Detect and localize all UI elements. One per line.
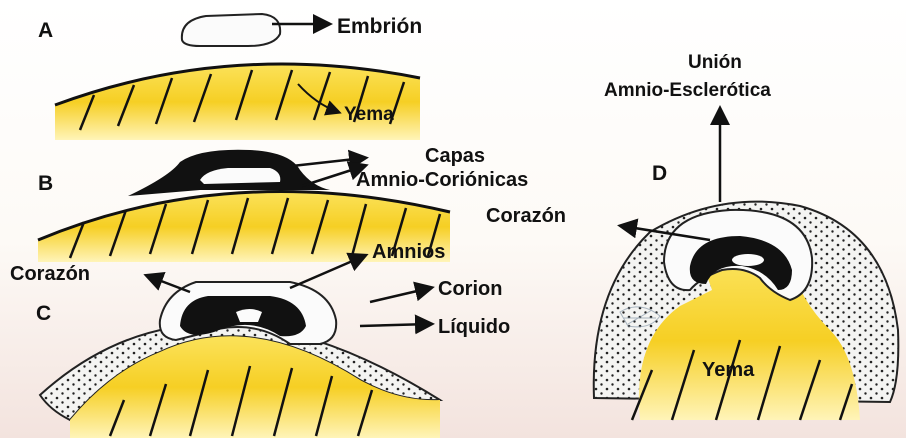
panel-c-chorion-arrow [370,288,430,302]
panel-c-chorion-label: Corion [438,278,502,300]
panel-d-junction-label-line1: Unión [688,52,742,73]
panel-c-fluid-arrow [360,324,430,326]
panel-d-embryo-core [732,254,764,266]
panel-a-yolk [55,64,420,140]
panel-d-heart-label: Corazón [486,205,566,227]
panel-c-heart-label: Corazón [10,263,90,285]
panel-c-embryo-core [236,309,262,322]
panel-d: D Unión Amnio-Esclerótica Corazón Yema [486,52,898,420]
panel-d-junction-label-line2: Amnio-Esclerótica [604,80,771,101]
panel-b: B Capas Amnio-Coriónicas [38,145,528,262]
panel-b-letter: B [38,172,53,195]
panel-d-letter: D [652,162,667,185]
panel-a-embryo [182,14,280,46]
panel-b-layers-label-line2: Amnio-Coriónicas [356,169,528,191]
panel-a-yolk-label: Yema [344,104,394,125]
panel-a: A Embrión Yema [38,14,422,140]
panel-a-embryo-label: Embrión [337,15,422,38]
panel-b-layers-label-line1: Capas [425,145,485,167]
panel-c-fluid-label: Líquido [438,316,510,338]
panel-c-heart-arrow [148,276,190,292]
panel-b-layers-arrow-1 [292,158,364,166]
panel-c-letter: C [36,302,51,325]
panel-d-yolk-label: Yema [702,359,755,381]
panel-a-letter: A [38,19,53,42]
panel-b-layers-arrow-2 [302,166,364,186]
panel-c-amnion-label: Amnios [372,241,445,263]
panel-c: C Corazón Amnios Corion Líquido [10,241,510,438]
